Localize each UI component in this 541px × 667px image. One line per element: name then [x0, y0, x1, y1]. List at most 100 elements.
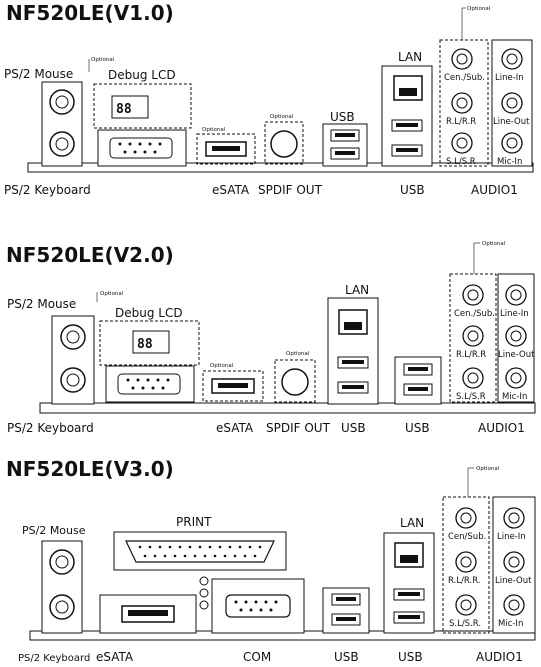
- mic-in-jack[interactable]: [503, 594, 525, 616]
- debug-lcd-digits: 88: [116, 102, 132, 117]
- optional-label: Optional: [91, 57, 115, 63]
- cen-sub-jack[interactable]: [462, 284, 484, 306]
- jack-label: Cen./Sub.: [454, 309, 495, 319]
- line-out-jack[interactable]: [505, 325, 527, 347]
- ps2-mouse-port[interactable]: [49, 549, 75, 575]
- panel-v3: NF520LE(V3.0) PS/2 Mouse PS/2 Keyboard P…: [6, 457, 536, 664]
- com-label: COM: [243, 650, 271, 664]
- debug-lcd-digits: 88: [137, 337, 153, 352]
- line-in-jack[interactable]: [505, 284, 527, 306]
- optional-label: Optional: [476, 466, 500, 472]
- debug-lcd-label: Debug LCD: [115, 306, 183, 320]
- led-indicators: [199, 576, 209, 610]
- jack-label: Line-Out: [493, 117, 530, 127]
- jack-label: S.L/S.R: [446, 157, 476, 167]
- audio-jacks: [455, 507, 525, 616]
- line-in-jack[interactable]: [503, 507, 525, 529]
- side-jack[interactable]: [455, 594, 477, 616]
- ps2-mouse-port[interactable]: [49, 89, 75, 115]
- lan-label: LAN: [398, 50, 422, 64]
- optional-label: Optional: [202, 127, 226, 133]
- jack-label: Line-Out: [498, 350, 535, 360]
- usb-label: USB: [334, 650, 359, 664]
- esata-label: eSATA: [216, 421, 254, 435]
- line-out-jack[interactable]: [503, 551, 525, 573]
- usb-port-stack: [322, 587, 370, 634]
- io-baseplate: [39, 402, 536, 414]
- io-baseplate: [27, 162, 534, 173]
- cen-sub-jack[interactable]: [455, 507, 477, 529]
- jack-label: Line-In: [500, 309, 529, 319]
- spdif-out-label: SPDIF OUT: [266, 421, 331, 435]
- usb-label: USB: [398, 650, 423, 664]
- debug-lcd-label: Debug LCD: [108, 68, 176, 82]
- usb-port-stack: [394, 356, 442, 405]
- jack-label: Mic-In: [497, 157, 522, 167]
- ps2-mouse-label: PS/2 Mouse: [7, 297, 76, 311]
- audio-jacks: [451, 48, 523, 154]
- panel-v2: NF520LE(V2.0) PS/2 Mouse Optional PS/2 K…: [6, 241, 536, 435]
- jack-label: Cen/Sub.: [448, 532, 486, 542]
- line-in-jack[interactable]: [501, 48, 523, 70]
- side-jack[interactable]: [462, 367, 484, 389]
- line-out-jack[interactable]: [501, 92, 523, 114]
- jack-label: R.L/R.R.: [448, 576, 481, 586]
- jack-label: S.L/S.R.: [449, 619, 481, 629]
- ps2-keyboard-label: PS/2 Keyboard: [18, 653, 90, 664]
- lan-usb-stack: [383, 532, 435, 634]
- lan-usb-stack: [327, 297, 379, 405]
- optional-label: Optional: [482, 241, 506, 247]
- spdif-out-port[interactable]: [281, 368, 309, 396]
- lan-usb-stack: [381, 65, 433, 167]
- jack-label: Mic-In: [498, 619, 523, 629]
- rear-jack[interactable]: [455, 551, 477, 573]
- usb-label: USB: [400, 183, 425, 197]
- audio-label: AUDIO1: [476, 650, 523, 664]
- spdif-out-label: SPDIF OUT: [258, 183, 323, 197]
- panel-title: NF520LE(V2.0): [6, 243, 174, 267]
- audio-label: AUDIO1: [478, 421, 525, 435]
- ps2-keyboard-port[interactable]: [49, 594, 75, 620]
- side-jack[interactable]: [451, 132, 473, 154]
- rear-jack[interactable]: [451, 92, 473, 114]
- optional-label: Optional: [210, 363, 234, 369]
- ps2-mouse-port[interactable]: [60, 324, 86, 350]
- mic-in-jack[interactable]: [501, 132, 523, 154]
- lan-label: LAN: [400, 516, 424, 530]
- esata-label: eSATA: [96, 650, 134, 664]
- panel-title: NF520LE(V3.0): [6, 457, 174, 481]
- optional-label: Optional: [100, 291, 124, 297]
- ps2-keyboard-label: PS/2 Keyboard: [7, 421, 94, 435]
- ps2-port-stack: [41, 540, 83, 634]
- cen-sub-jack[interactable]: [451, 48, 473, 70]
- panel-title: NF520LE(V1.0): [6, 1, 174, 25]
- spdif-out-port[interactable]: [270, 130, 298, 158]
- com-port[interactable]: [105, 365, 195, 403]
- jack-label: S.L/S.R: [456, 392, 486, 402]
- mic-in-jack[interactable]: [505, 367, 527, 389]
- optional-label: Optional: [467, 6, 491, 12]
- usb-port-stack: [322, 123, 368, 167]
- audio-jacks: [462, 284, 527, 389]
- jack-label: R.L/R.R: [446, 117, 476, 127]
- debug-lcd-display: [111, 95, 149, 119]
- ps2-keyboard-port[interactable]: [49, 131, 75, 157]
- usb-label: USB: [330, 110, 355, 124]
- com-port[interactable]: [97, 129, 187, 167]
- jack-label: Cen./Sub.: [444, 73, 485, 83]
- com-port[interactable]: [211, 578, 305, 634]
- debug-lcd-display: [132, 330, 170, 354]
- ps2-mouse-label: PS/2 Mouse: [22, 524, 86, 537]
- optional-label: Optional: [270, 114, 294, 120]
- ps2-port-stack: [51, 315, 95, 405]
- jack-label: R.L/R.R: [456, 350, 486, 360]
- ps2-keyboard-port[interactable]: [60, 367, 86, 393]
- optional-label: Optional: [286, 351, 310, 357]
- lan-label: LAN: [345, 283, 369, 297]
- jack-label: Line-In: [497, 532, 526, 542]
- rear-jack[interactable]: [462, 325, 484, 347]
- print-port[interactable]: [113, 531, 287, 571]
- jack-label: Line-Out: [495, 576, 532, 586]
- ps2-keyboard-label: PS/2 Keyboard: [4, 183, 91, 197]
- ps2-mouse-label: PS/2 Mouse: [4, 67, 73, 81]
